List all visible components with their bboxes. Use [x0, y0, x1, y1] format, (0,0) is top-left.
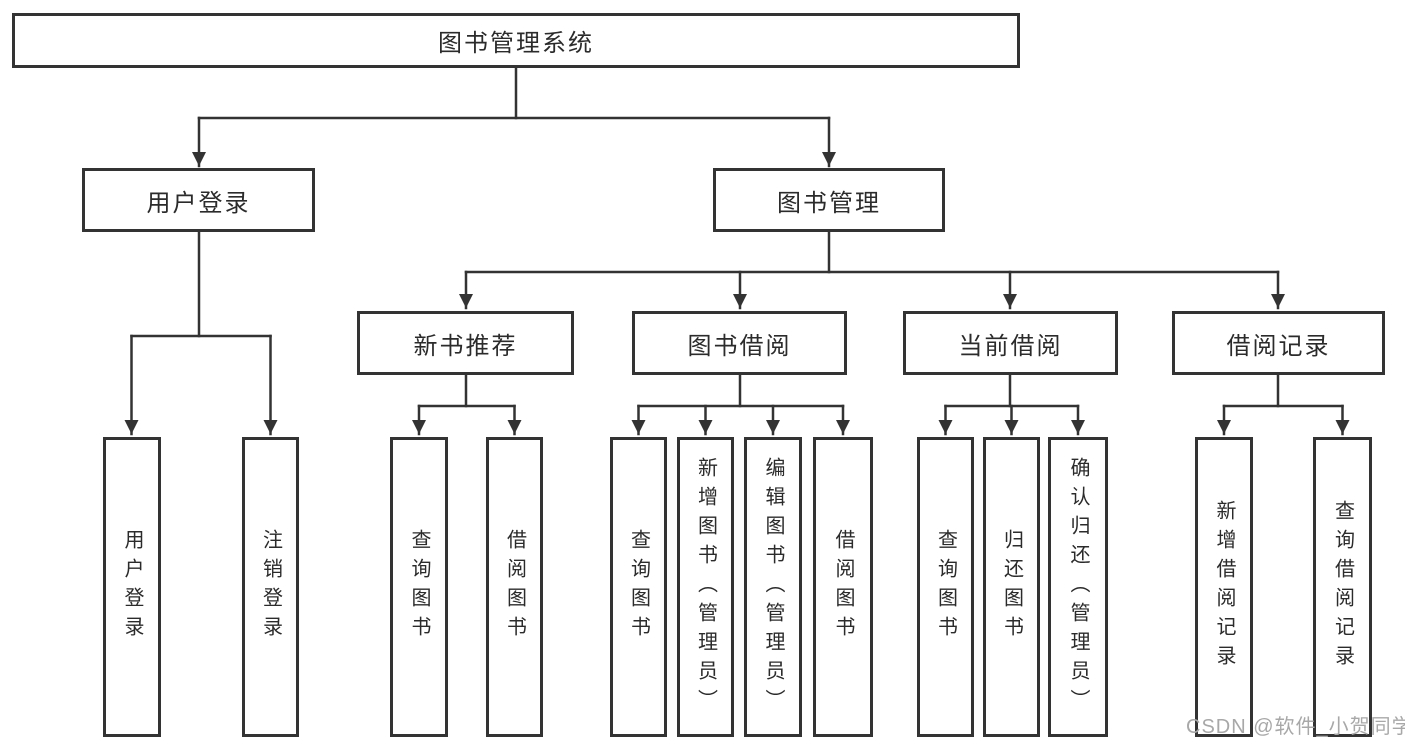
node-user-login-branch: 用户登录	[82, 168, 315, 232]
node-label: 借阅记录	[1226, 332, 1331, 360]
leaf-confirm-return-admin: 确认归还（管理员）	[1048, 437, 1108, 737]
node-label: 新书推荐	[413, 332, 518, 360]
node-library-management-system: 图书管理系统	[12, 13, 1020, 68]
node-borrowing-records: 借阅记录	[1172, 311, 1385, 375]
node-label: 当前借阅	[958, 332, 1063, 360]
leaf-label: 归还图书	[1000, 529, 1023, 645]
node-current-borrowing: 当前借阅	[903, 311, 1118, 375]
node-book-management-branch: 图书管理	[713, 168, 945, 232]
leaf-borrow-books: 借阅图书	[813, 437, 873, 737]
leaf-add-borrow-record: 新增借阅记录	[1195, 437, 1253, 737]
node-label: 用户登录	[146, 189, 251, 217]
leaf-query-books-recommend: 查询图书	[390, 437, 448, 737]
leaf-return-books: 归还图书	[983, 437, 1040, 737]
leaf-query-borrow-record: 查询借阅记录	[1313, 437, 1372, 737]
leaf-label: 查询图书	[627, 529, 650, 645]
leaf-label: 查询图书	[408, 529, 430, 645]
leaf-add-books-admin: 新增图书（管理员）	[677, 437, 734, 737]
leaf-label: 确认归还（管理员）	[1067, 456, 1089, 718]
leaf-label: 注销登录	[259, 529, 282, 645]
leaf-label: 借阅图书	[503, 529, 526, 645]
leaf-label: 查询图书	[934, 529, 957, 645]
leaf-label: 新增借阅记录	[1213, 500, 1235, 674]
node-label: 图书管理系统	[438, 30, 594, 57]
node-book-borrowing: 图书借阅	[632, 311, 847, 375]
leaf-label: 查询借阅记录	[1331, 500, 1354, 674]
leaf-label: 用户登录	[121, 529, 143, 645]
leaf-label: 新增图书（管理员）	[694, 456, 717, 718]
csdn-watermark: CSDN @软件_小贺同学	[1186, 716, 1405, 738]
leaf-edit-books-admin: 编辑图书（管理员）	[744, 437, 802, 737]
node-new-book-recommend: 新书推荐	[357, 311, 574, 375]
leaf-logout: 注销登录	[242, 437, 299, 737]
node-label: 图书管理	[777, 189, 881, 217]
leaf-user-login: 用户登录	[103, 437, 161, 737]
leaf-query-books-current: 查询图书	[917, 437, 974, 737]
leaf-label: 编辑图书（管理员）	[762, 456, 784, 718]
leaf-label: 借阅图书	[832, 529, 854, 645]
leaf-query-books-borrowing: 查询图书	[610, 437, 667, 737]
node-label: 图书借阅	[687, 332, 792, 360]
leaf-borrow-books-recommend: 借阅图书	[486, 437, 543, 737]
